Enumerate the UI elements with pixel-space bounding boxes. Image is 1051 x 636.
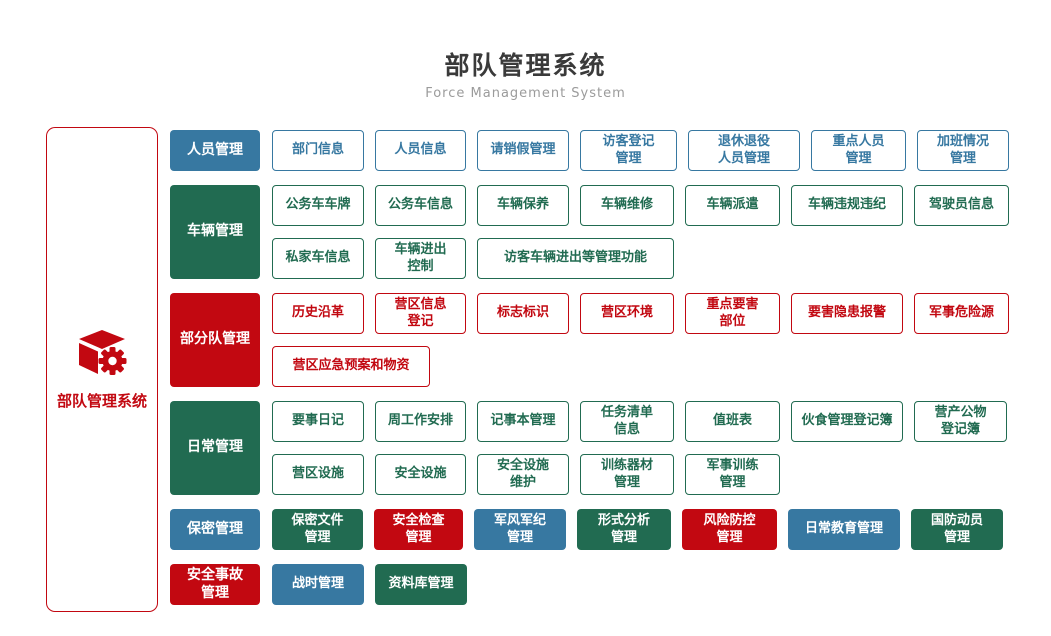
items-group: 保密文件 管理安全检查 管理军风军纪 管理形式分析 管理风险防控 管理日常教育管… <box>272 509 1009 550</box>
feature-box: 军事危险源 <box>914 293 1009 334</box>
feature-box: 风险防控 管理 <box>682 509 777 550</box>
band-1: 人员管理部门信息人员信息请销假管理访客登记 管理退休退役 人员管理重点人员 管理… <box>170 130 1009 171</box>
system-root-label: 部队管理系统 <box>56 392 147 410</box>
feature-box: 训练器材 管理 <box>580 454 674 495</box>
feature-box: 军风军纪 管理 <box>474 509 566 550</box>
feature-box: 国防动员 管理 <box>911 509 1003 550</box>
feature-box: 任务清单 信息 <box>580 401 674 442</box>
category-box: 日常管理 <box>170 401 260 495</box>
feature-box: 访客车辆进出等管理功能 <box>477 238 674 279</box>
feature-box: 营区环境 <box>580 293 674 334</box>
feature-box: 日常教育管理 <box>788 509 900 550</box>
feature-box: 退休退役 人员管理 <box>688 130 800 171</box>
feature-box: 记事本管理 <box>477 401 569 442</box>
feature-box: 历史沿革 <box>272 293 364 334</box>
feature-box: 公务车车牌 <box>272 185 364 226</box>
items-group: 公务车车牌公务车信息车辆保养车辆维修车辆派遣车辆违规违纪驾驶员信息私家车信息车辆… <box>272 185 1009 279</box>
band-2: 车辆管理公务车车牌公务车信息车辆保养车辆维修车辆派遣车辆违规违纪驾驶员信息私家车… <box>170 185 1009 279</box>
feature-box: 形式分析 管理 <box>577 509 671 550</box>
feature-box: 重点人员 管理 <box>811 130 906 171</box>
page-title: 部队管理系统 <box>444 51 607 80</box>
category-box: 保密管理 <box>170 509 260 550</box>
items-group: 部门信息人员信息请销假管理访客登记 管理退休退役 人员管理重点人员 管理加班情况… <box>272 130 1009 171</box>
items-group: 要事日记周工作安排记事本管理任务清单 信息值班表伙食管理登记簿营产公物 登记簿营… <box>272 401 1009 495</box>
band-6: 安全事故 管理战时管理资料库管理 <box>170 564 1009 605</box>
feature-box: 人员信息 <box>375 130 466 171</box>
items-group: 历史沿革营区信息 登记标志标识营区环境重点要害 部位要害隐患报警军事危险源营区应… <box>272 293 1009 387</box>
feature-box: 保密文件 管理 <box>272 509 363 550</box>
feature-box: 值班表 <box>685 401 780 442</box>
band-3: 部分队管理历史沿革营区信息 登记标志标识营区环境重点要害 部位要害隐患报警军事危… <box>170 293 1009 387</box>
feature-box: 营产公物 登记簿 <box>914 401 1007 442</box>
feature-box: 加班情况 管理 <box>917 130 1009 171</box>
feature-box: 营区应急预案和物资 <box>272 346 430 387</box>
feature-box: 伙食管理登记簿 <box>791 401 903 442</box>
feature-box: 请销假管理 <box>477 130 569 171</box>
feature-box: 车辆维修 <box>580 185 674 226</box>
band-4: 日常管理要事日记周工作安排记事本管理任务清单 信息值班表伙食管理登记簿营产公物 … <box>170 401 1009 495</box>
feature-box: 访客登记 管理 <box>580 130 677 171</box>
feature-box: 车辆保养 <box>477 185 569 226</box>
page-subtitle: Force Management System <box>425 86 626 101</box>
feature-box: 公务车信息 <box>375 185 466 226</box>
feature-box: 要事日记 <box>272 401 364 442</box>
feature-box: 营区信息 登记 <box>375 293 466 334</box>
category-box: 安全事故 管理 <box>170 564 260 605</box>
feature-box: 标志标识 <box>477 293 569 334</box>
feature-box: 重点要害 部位 <box>685 293 780 334</box>
feature-box: 部门信息 <box>272 130 364 171</box>
feature-box: 营区设施 <box>272 454 364 495</box>
cube-gear-icon <box>79 330 127 375</box>
feature-box: 战时管理 <box>272 564 364 605</box>
items-group: 战时管理资料库管理 <box>272 564 1009 605</box>
feature-box: 车辆派遣 <box>685 185 780 226</box>
feature-box: 车辆违规违纪 <box>791 185 903 226</box>
feature-box: 资料库管理 <box>375 564 467 605</box>
feature-box: 安全设施 <box>375 454 466 495</box>
rows: 人员管理部门信息人员信息请销假管理访客登记 管理退休退役 人员管理重点人员 管理… <box>170 130 1009 605</box>
feature-box: 周工作安排 <box>375 401 466 442</box>
feature-box: 安全设施 维护 <box>477 454 569 495</box>
system-root-box: 部队管理系统 <box>46 127 158 612</box>
feature-box: 驾驶员信息 <box>914 185 1009 226</box>
feature-box: 安全检查 管理 <box>374 509 463 550</box>
feature-box: 要害隐患报警 <box>791 293 903 334</box>
feature-box: 军事训练 管理 <box>685 454 780 495</box>
category-box: 人员管理 <box>170 130 260 171</box>
band-5: 保密管理保密文件 管理安全检查 管理军风军纪 管理形式分析 管理风险防控 管理日… <box>170 509 1009 550</box>
category-box: 车辆管理 <box>170 185 260 279</box>
feature-box: 车辆进出 控制 <box>375 238 466 279</box>
feature-box: 私家车信息 <box>272 238 364 279</box>
category-box: 部分队管理 <box>170 293 260 387</box>
